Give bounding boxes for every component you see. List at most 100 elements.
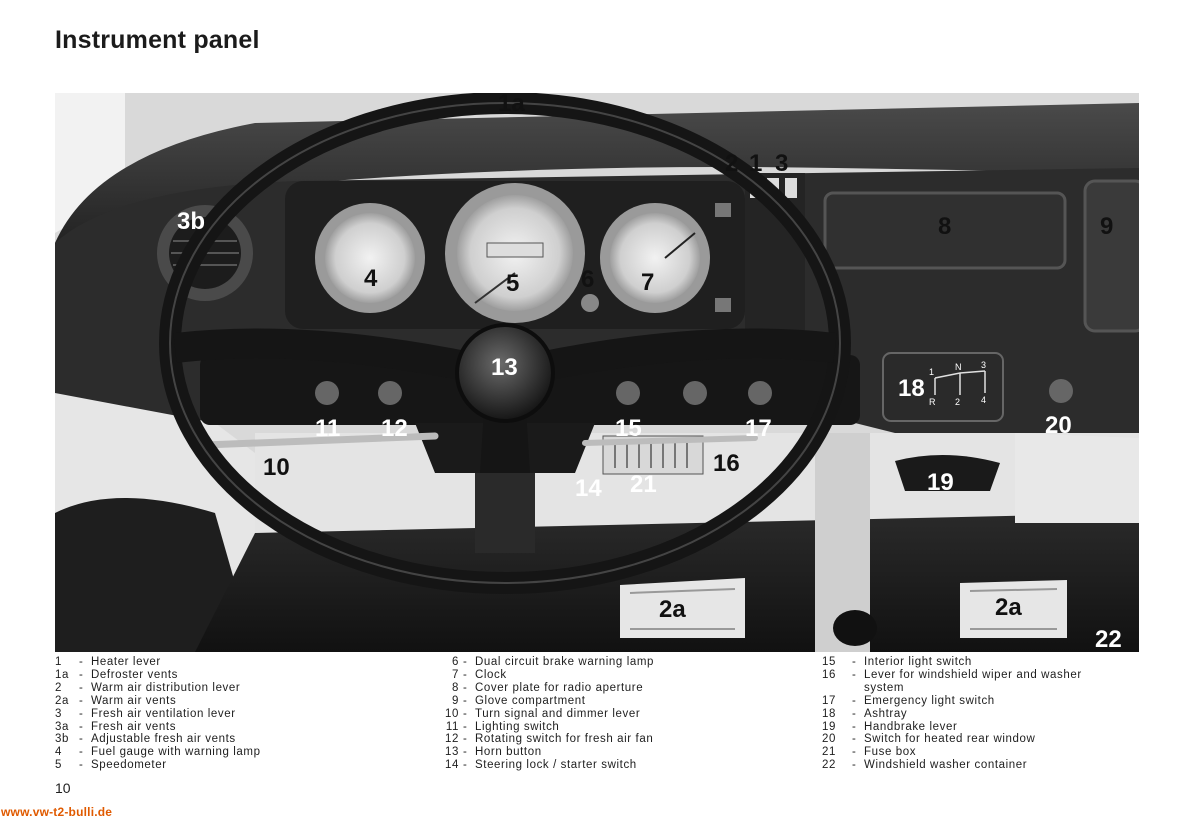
legend-dash: - [852, 694, 857, 707]
callout-7: 7 [641, 269, 654, 296]
callout-2a-left: 2a [659, 596, 686, 623]
legend-number: 16 [822, 668, 836, 681]
legend-item: 19 -Handbrake lever [822, 721, 1122, 734]
legend-text: Horn button [475, 746, 542, 759]
legend-number: 22 [822, 759, 836, 772]
legend-dash: - [79, 681, 84, 694]
legend-number: 14 [445, 759, 459, 772]
legend-number: 13 [445, 746, 459, 759]
callout-8: 8 [938, 213, 951, 240]
legend-text: Defroster vents [91, 668, 178, 681]
legend-dash: - [79, 746, 84, 759]
odometer [486, 242, 544, 258]
warm-air-vent-right [960, 580, 1067, 638]
legend-text: Warm air vents [91, 694, 177, 707]
callout-1a: 1a [498, 93, 525, 117]
legend-item: 16-Lever for windshield wiper and washer… [822, 669, 1122, 695]
legend-column-2: 6 - Dual circuit brake warning lamp 7-Cloc… [433, 656, 813, 772]
gear-label: 1 [929, 367, 934, 377]
turn-signal-lever [201, 432, 439, 449]
legend-column-1: 1-Heater lever 1a-Defroster vents 2-Warm… [55, 656, 425, 772]
legend-dash: - [852, 720, 857, 733]
callout-9: 9 [1100, 213, 1113, 240]
legend-item: 10-Turn signal and dimmer lever [433, 708, 813, 721]
legend-dash: - [79, 720, 84, 733]
legend-text: Fresh air vents [91, 720, 177, 733]
legend-number: 8 [452, 681, 459, 694]
legend-number: 5 [55, 759, 62, 772]
ashtray [882, 352, 1004, 422]
legend-number: 21 [822, 746, 836, 759]
callout-12: 12 [381, 415, 408, 442]
rear-window-switch [1049, 379, 1073, 403]
legend-number: 18 [822, 707, 836, 720]
instrument-panel-illustration: 1a 2 1 3 3b 4 5 6 7 8 9 13 11 12 15 17 1… [55, 93, 1139, 652]
legend-text: Clock [475, 668, 507, 681]
legend-item: 22-Windshield washer container [822, 759, 1122, 772]
legend-item: 18-Ashtray [822, 708, 1122, 721]
legend-text: Switch for heated rear window [864, 733, 1036, 746]
legend-number: 6 [452, 656, 459, 668]
brake-warning-lamp [581, 294, 599, 312]
handbrake-lever [895, 454, 1000, 491]
lighting-switch [315, 381, 339, 405]
clock-hand [664, 232, 696, 259]
interior-light-switch [616, 381, 640, 405]
page-title: Instrument panel [55, 26, 260, 54]
gear-label: 4 [981, 395, 986, 405]
callout-10: 10 [263, 454, 290, 481]
legend-text: Warm air distribution lever [91, 681, 241, 694]
warm-air-vent-left-slots [629, 588, 736, 630]
legend-dash: - [463, 720, 468, 733]
callout-15: 15 [615, 415, 642, 442]
legend-item: 21-Fuse box [822, 746, 1122, 759]
legend-dash: - [463, 759, 468, 772]
legend-dash: - [852, 668, 857, 681]
legend-item: 4-Fuel gauge with warning lamp [55, 746, 425, 759]
gear-label: 2 [955, 397, 960, 407]
legend-number: 11 [445, 720, 459, 733]
legend-number: 10 [445, 707, 459, 720]
warm-air-vent-right-slots [969, 588, 1058, 630]
legend-number: 1a [55, 668, 69, 681]
legend-dash: - [79, 656, 84, 668]
legend-number: 2a [55, 694, 69, 707]
legend-text: Heater lever [91, 656, 161, 668]
legend-item: 9-Glove compartment [433, 695, 813, 708]
legend-dash: - [463, 746, 468, 759]
left-floor-mat [55, 498, 255, 652]
callout-22: 22 [1095, 626, 1122, 652]
legend-dash: - [79, 733, 84, 746]
legend-text: Emergency light switch [864, 694, 995, 707]
legend-text: Lighting switch [475, 720, 560, 733]
fresh-air-lever [785, 178, 797, 198]
legend-dash: - [852, 746, 857, 759]
gear-shift-knob [833, 610, 877, 646]
legend-text: Rotating switch for fresh air fan [475, 733, 654, 746]
gear-shift-pattern [934, 370, 986, 395]
glove-compartment [1083, 179, 1139, 333]
legend-item: 15-Interior light switch [822, 656, 1122, 669]
steering-wheel-spoke-right [531, 328, 837, 383]
callout-21: 21 [630, 471, 657, 498]
legend-number: 1 [55, 656, 62, 668]
steering-wheel-spoke-left [173, 328, 479, 383]
fuses [614, 443, 688, 468]
legend-number: 17 [822, 694, 836, 707]
legend-text: Handbrake lever [864, 720, 958, 733]
legend-text: Fresh air ventilation lever [91, 707, 236, 720]
legend-item: 7-Clock [433, 669, 813, 682]
radio-cover-plate [823, 191, 1067, 270]
callout-5: 5 [506, 270, 519, 297]
legend-item: 1a-Defroster vents [55, 669, 425, 682]
legend-number: 19 [822, 720, 836, 733]
legend-number: 12 [445, 733, 459, 746]
legend-item: 12-Rotating switch for fresh air fan [433, 733, 813, 746]
gear-pattern-labels: 1 N 3 R 2 4 [929, 360, 986, 407]
legend-item: 2-Warm air distribution lever [55, 682, 425, 695]
legend-item: 17 -Emergency light switch [822, 695, 1122, 708]
legend-text: Dual circuit brake warning lamp [475, 656, 655, 668]
callout-20: 20 [1045, 412, 1072, 439]
callout-2a-right: 2a [995, 594, 1022, 621]
callout-16: 16 [713, 450, 740, 477]
